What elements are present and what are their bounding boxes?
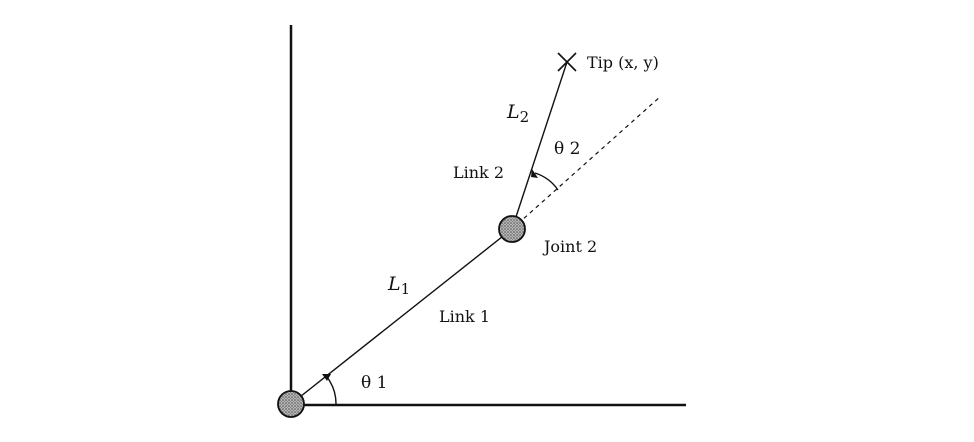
- arrowhead-icon: [322, 374, 331, 381]
- theta1-label: θ 1: [361, 373, 387, 393]
- l2-label: L2: [506, 101, 529, 126]
- link-1-label: Link 1: [439, 307, 490, 326]
- l2-symbol: L: [506, 101, 520, 123]
- arrowhead-icon: [531, 169, 538, 178]
- tip-label: Tip (x, y): [587, 53, 659, 72]
- l2-subscript: 2: [520, 108, 530, 126]
- link-2-label: Link 2: [453, 163, 504, 182]
- link-2-segment: [511, 61, 568, 230]
- l1-label: L1: [387, 273, 410, 298]
- joint-2-label: Joint 2: [542, 237, 597, 256]
- x-cross-icon: [557, 52, 577, 72]
- theta2-arc: [534, 172, 559, 191]
- l1-subscript: 1: [401, 280, 411, 298]
- link-1-extension-dashed: [511, 95, 662, 230]
- theta2-label: θ 2: [554, 139, 580, 159]
- l1-symbol: L: [387, 273, 401, 295]
- circle-joint-icon: [277, 390, 305, 418]
- circle-joint-icon: [498, 215, 526, 243]
- theta1-arc: [326, 376, 337, 406]
